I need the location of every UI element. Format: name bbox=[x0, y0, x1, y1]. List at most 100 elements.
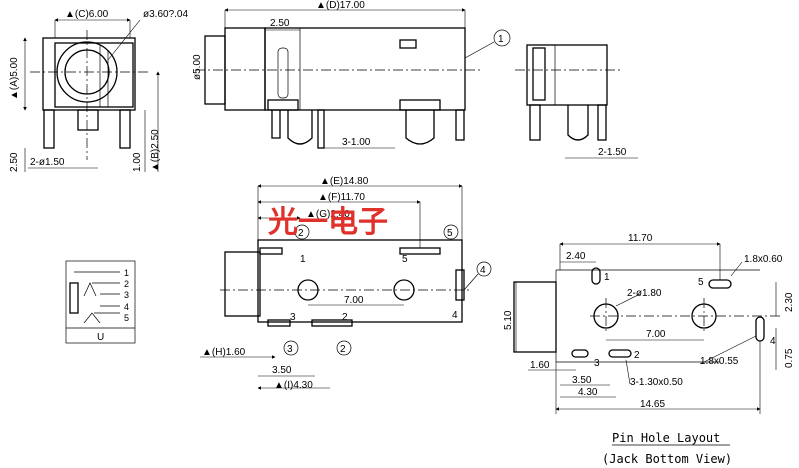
pcb-pin-5: 5 bbox=[698, 277, 704, 288]
dim-b: ▲(B)2.50 bbox=[150, 129, 161, 172]
pcb-nose bbox=[513, 281, 557, 353]
side-foot-right bbox=[399, 99, 441, 111]
side-notch bbox=[399, 39, 417, 49]
side-pin-e bbox=[455, 109, 465, 141]
bottom-view: 1 2 3 4 5 2 5 4 3 2 ▲(E)14.80 ▲(F)11.70 … bbox=[200, 176, 492, 391]
pcb-slot-5 bbox=[708, 279, 732, 289]
dim-c: ▲(C)6.00 bbox=[65, 9, 109, 20]
bottom-callout-2b: 2 bbox=[340, 344, 346, 355]
dim-pcb-1465: 14.65 bbox=[640, 399, 665, 410]
end-body bbox=[526, 44, 608, 106]
schematic: 1 2 3 4 5 U bbox=[65, 260, 136, 344]
dim-g: ▲(G)2.40 bbox=[306, 209, 350, 220]
end-pin-right bbox=[597, 104, 607, 141]
bottom-nose bbox=[224, 251, 261, 317]
schematic-label: U bbox=[97, 332, 104, 343]
side-body bbox=[264, 27, 466, 111]
side-slot bbox=[277, 47, 289, 99]
bottom-tab-4 bbox=[455, 269, 465, 301]
pcb-pin-4: 4 bbox=[770, 336, 776, 347]
dim-pcb-slot4: 1.8x0.55 bbox=[700, 356, 739, 367]
bottom-callout-5: 5 bbox=[447, 228, 453, 239]
dim-pcb-430: 4.30 bbox=[578, 387, 598, 398]
pcb-pin-2: 2 bbox=[634, 350, 640, 361]
front-pin-right bbox=[119, 109, 131, 149]
dim-pcb-hole2: 2-ø1.80 bbox=[627, 288, 662, 299]
watermark: 光一电子 bbox=[268, 205, 388, 240]
side-collar bbox=[224, 27, 266, 111]
bottom-pin-2: 2 bbox=[342, 312, 348, 323]
side-pin-c bbox=[317, 109, 325, 149]
dim-pcb-230: 2.30 bbox=[784, 292, 795, 312]
dim-dia5: ø5.00 bbox=[192, 54, 203, 80]
pcb-pin-1: 1 bbox=[604, 272, 610, 283]
dim-hole: ø3.60?.04 bbox=[143, 9, 188, 20]
end-pin-mid bbox=[567, 105, 589, 141]
bottom-pin-3: 3 bbox=[290, 312, 296, 323]
dim-d350: 3.50 bbox=[272, 365, 292, 376]
schematic-pin-2: 2 bbox=[124, 279, 129, 289]
side-pin-a bbox=[271, 110, 281, 139]
schematic-pin-3: 3 bbox=[124, 290, 129, 300]
dim-pcb-075: 0.75 bbox=[784, 348, 795, 368]
bottom-pin-5: 5 bbox=[402, 254, 408, 265]
dim-pcb-240: 2.40 bbox=[566, 251, 586, 262]
front-inner-frame bbox=[54, 42, 134, 108]
bottom-pin-4: 4 bbox=[452, 310, 458, 321]
schematic-pin-4: 4 bbox=[124, 302, 129, 312]
bottom-callout-4: 4 bbox=[480, 265, 486, 276]
dim-end-pins: 2-1.50 bbox=[598, 147, 627, 158]
front-pin-center bbox=[77, 109, 99, 131]
schematic-frame bbox=[65, 260, 136, 344]
end-view: 2-1.50 bbox=[515, 44, 638, 159]
side-pin-d bbox=[405, 110, 435, 145]
dim-i: ▲(I)4.30 bbox=[274, 380, 313, 391]
side-foot-left bbox=[267, 99, 299, 111]
end-rib bbox=[532, 47, 546, 101]
pcb-slot-4 bbox=[755, 316, 765, 342]
dim-h: ▲(H)1.60 bbox=[202, 347, 246, 358]
dim-pin: 2-ø1.50 bbox=[30, 157, 65, 168]
dim-d: ▲(D)17.00 bbox=[316, 0, 365, 11]
bottom-callout-2a: 2 bbox=[298, 228, 304, 239]
schematic-pin-5: 5 bbox=[124, 313, 129, 323]
pcb-slot-2 bbox=[608, 349, 632, 358]
dim-d700: 7.00 bbox=[344, 295, 364, 306]
dim-pcb-1170: 11.70 bbox=[628, 233, 653, 244]
bottom-pin-1: 1 bbox=[300, 254, 306, 265]
dim-pcb-700: 7.00 bbox=[646, 329, 666, 340]
dim-pcb-350: 3.50 bbox=[572, 375, 592, 386]
bottom-tab-2b bbox=[311, 319, 353, 327]
schematic-pin-1: 1 bbox=[124, 268, 129, 278]
callout-1-circle bbox=[493, 29, 511, 47]
dim-pcb-slots3: 3-1.30x0.50 bbox=[630, 377, 683, 388]
callout-1: 1 bbox=[498, 34, 504, 45]
front-view: ▲(C)6.00 ø3.60?.04 ▲(A)5.00 2.50 2-ø1.50… bbox=[9, 9, 188, 172]
side-view: ▲(D)17.00 2.50 ø5.00 3-1.00 1 bbox=[192, 0, 511, 149]
schematic-sleeve bbox=[69, 282, 79, 314]
bottom-body bbox=[257, 239, 463, 323]
pcb-subtitle: (Jack Bottom View) bbox=[602, 452, 732, 466]
pcb-slot-1 bbox=[591, 267, 601, 285]
dim-d250: 2.50 bbox=[270, 18, 290, 29]
side-pin-b bbox=[287, 110, 313, 145]
dim-h100: 1.00 bbox=[132, 152, 143, 172]
dim-f: ▲(F)11.70 bbox=[318, 192, 365, 203]
dim-pcb-510: 5.10 bbox=[503, 310, 514, 330]
pcb-title: Pin Hole Layout bbox=[612, 431, 720, 445]
dim-pcb-slot5: 1.8x0.60 bbox=[744, 254, 783, 265]
front-pin-left bbox=[43, 109, 55, 149]
pcb-slot-3 bbox=[571, 349, 589, 358]
bottom-tab-2 bbox=[259, 247, 283, 255]
pcb-pin-3: 3 bbox=[594, 358, 600, 369]
bottom-callout-3: 3 bbox=[287, 344, 293, 355]
dim-e: ▲(E)14.80 bbox=[320, 176, 369, 187]
dim-pcb-160: 1.60 bbox=[530, 360, 550, 371]
dim-h250: 2.50 bbox=[9, 152, 20, 172]
end-pin-left bbox=[529, 104, 541, 141]
dim-pitch: 3-1.00 bbox=[342, 137, 371, 148]
bottom-tab-3 bbox=[267, 319, 291, 327]
dim-a: ▲(A)5.00 bbox=[9, 57, 20, 100]
pcb-layout: 1 2 3 4 5 11.70 2.40 1.8x0.60 2-ø1.80 5.… bbox=[503, 233, 795, 466]
